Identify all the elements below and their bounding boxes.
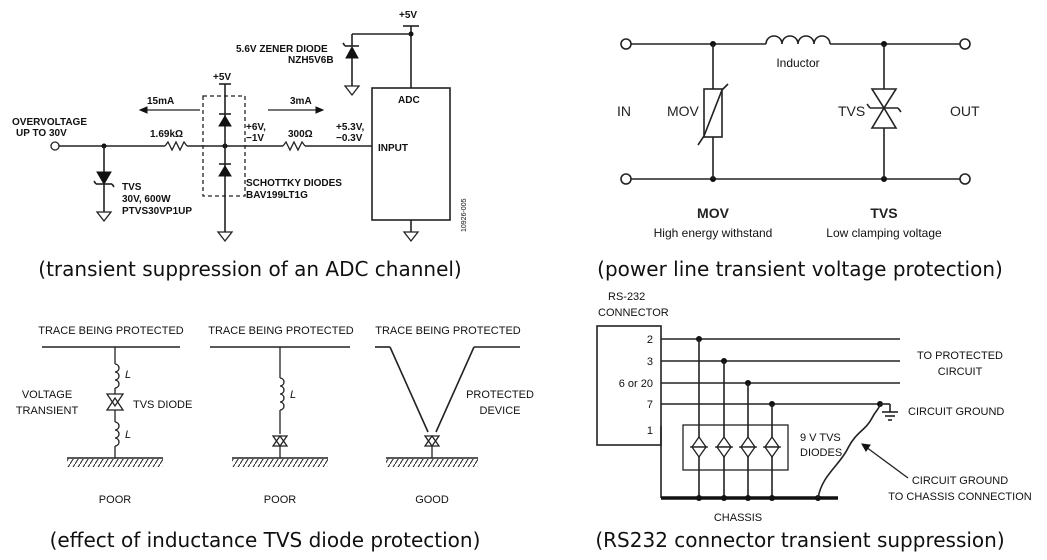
schottky-part-label: BAV199LT1G — [246, 190, 308, 201]
tvs-part-label: PTVS30VP1UP — [122, 206, 192, 217]
zener-label: 5.6V ZENER DIODE — [236, 44, 328, 55]
plus5v-left-label: +5V — [213, 72, 231, 83]
current-15ma-label: 15mA — [147, 96, 174, 107]
caption-inductance: (effect of inductance TVS diode protecti… — [50, 528, 481, 552]
rs232-connector-block — [596, 325, 662, 446]
figure-code: 10926-005 — [461, 198, 468, 232]
r2-label: 300Ω — [288, 129, 313, 140]
rating-poor-1: POOR — [99, 494, 131, 506]
mov-title: MOV — [697, 205, 730, 221]
tvs-diodes-label-1: 9 V TVS — [800, 432, 841, 444]
input-terminal — [50, 141, 60, 151]
chassis-label: CHASSIS — [714, 512, 762, 524]
mov-description: High energy withstand — [654, 226, 773, 240]
to-protected-label-1: TO PROTECTED — [917, 350, 1003, 362]
current-3ma-label: 3mA — [290, 96, 312, 107]
trace-label-2: TRACE BEING PROTECTED — [208, 325, 354, 337]
circuit-ground-label: CIRCUIT GROUND — [908, 406, 1004, 418]
rs232-schematic — [596, 325, 909, 501]
circuit-ground-connection — [817, 403, 881, 499]
caption-rs232: (RS232 connector transient suppression) — [595, 528, 1004, 552]
tvs-title: TVS — [870, 205, 897, 221]
to-protected-label-2: CIRCUIT — [938, 366, 983, 378]
out-terminal-top — [959, 38, 971, 50]
tvs-label-2: TVS — [838, 103, 865, 119]
connector-label-2: CONNECTOR — [598, 307, 669, 319]
L-label-2: L — [125, 429, 131, 441]
trace-label-1: TRACE BEING PROTECTED — [38, 325, 184, 337]
cg-connection-label-2: TO CHASSIS CONNECTION — [888, 491, 1031, 503]
out-terminal-bottom — [959, 173, 971, 185]
protected-device-label-1: PROTECTED — [466, 389, 534, 401]
inductor-L3 — [279, 377, 285, 411]
pin-3-label: 3 — [647, 356, 653, 368]
tvs-diode-label: TVS DIODE — [133, 399, 192, 411]
resistor-300 — [282, 140, 306, 152]
cg-connection-label-1: CIRCUIT GROUND — [912, 475, 1008, 487]
inductor-label: Inductor — [776, 56, 819, 70]
inductor-L2 — [114, 421, 120, 447]
mid-voltage-label-2: −1V — [246, 133, 264, 144]
L-label-1: L — [125, 369, 131, 381]
connector-label-1: RS-232 — [608, 291, 645, 303]
tvs-description: Low clamping voltage — [826, 226, 942, 240]
adc-label: ADC — [398, 95, 420, 106]
tvs-bidirectional-symbol — [870, 88, 898, 110]
out-voltage-label-2: −0.3V — [336, 133, 363, 144]
resistor-1k69 — [164, 140, 188, 152]
schottky-package — [202, 95, 246, 197]
inductance-effect-diagrams — [42, 346, 520, 467]
overvoltage-label: OVERVOLTAGE — [12, 117, 87, 128]
mid-voltage-label-1: +6V, — [246, 122, 266, 133]
in-label: IN — [617, 103, 631, 119]
tvs-diodes-label-2: DIODES — [800, 447, 842, 459]
inductor-L1 — [114, 363, 120, 389]
L-label-3: L — [290, 389, 296, 401]
out-label: OUT — [950, 103, 980, 119]
rating-poor-2: POOR — [264, 494, 296, 506]
inductor-symbol — [765, 35, 831, 45]
protected-device-label-2: DEVICE — [480, 405, 521, 417]
power-line-schematic — [620, 35, 971, 185]
plus5v-top-label: +5V — [399, 10, 417, 21]
pin-6-20-label: 6 or 20 — [619, 378, 653, 390]
mov-label: MOV — [667, 103, 700, 119]
trace-label-3: TRACE BEING PROTECTED — [375, 325, 521, 337]
schottky-label: SCHOTTKY DIODES — [246, 178, 342, 189]
in-terminal-bottom — [620, 173, 632, 185]
adc-block — [371, 87, 451, 221]
adc-protection-schematic — [50, 25, 451, 243]
pin-2-label: 2 — [647, 334, 653, 346]
overvoltage-range-label: UP TO 30V — [16, 128, 67, 139]
tvs-label: TVS — [122, 182, 142, 193]
ground-symbol — [95, 211, 113, 223]
r1-label: 1.69kΩ — [150, 129, 183, 140]
caption-power-line: (power line transient voltage protection… — [597, 257, 1003, 281]
zener-diode-symbol — [345, 45, 359, 59]
pin-1-label: 1 — [647, 425, 653, 437]
zener-part-label: NZH5V6B — [288, 55, 334, 66]
tvs-rating-label: 30V, 600W — [122, 194, 171, 205]
voltage-transient-label-2: TRANSIENT — [16, 405, 79, 417]
voltage-transient-label-1: VOLTAGE — [22, 389, 72, 401]
in-terminal-top — [620, 38, 632, 50]
pin-7-label: 7 — [647, 399, 653, 411]
input-pin-label: INPUT — [378, 143, 408, 154]
rating-good: GOOD — [415, 494, 449, 506]
out-voltage-label-1: +5.3V, — [336, 122, 364, 133]
caption-adc: (transient suppression of an ADC channel… — [38, 257, 461, 281]
tvs-array-box — [682, 424, 789, 471]
tvs-diode-symbol — [96, 171, 112, 185]
